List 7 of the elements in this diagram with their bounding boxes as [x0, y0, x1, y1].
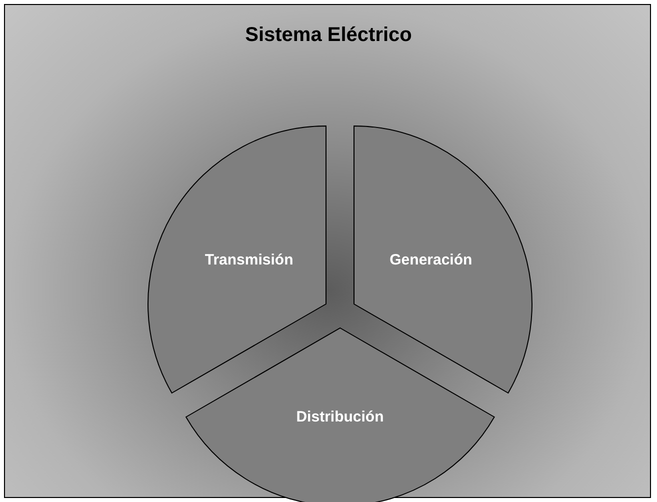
pie-segment: [186, 328, 494, 502]
diagram-title: Sistema Eléctrico: [244, 24, 413, 47]
segment-label: Transmisión: [204, 251, 294, 268]
pie-segment: [148, 126, 326, 393]
pie-segment: [354, 126, 532, 393]
segment-label: Distribución: [296, 408, 384, 426]
segment-label: Generación: [390, 251, 472, 268]
